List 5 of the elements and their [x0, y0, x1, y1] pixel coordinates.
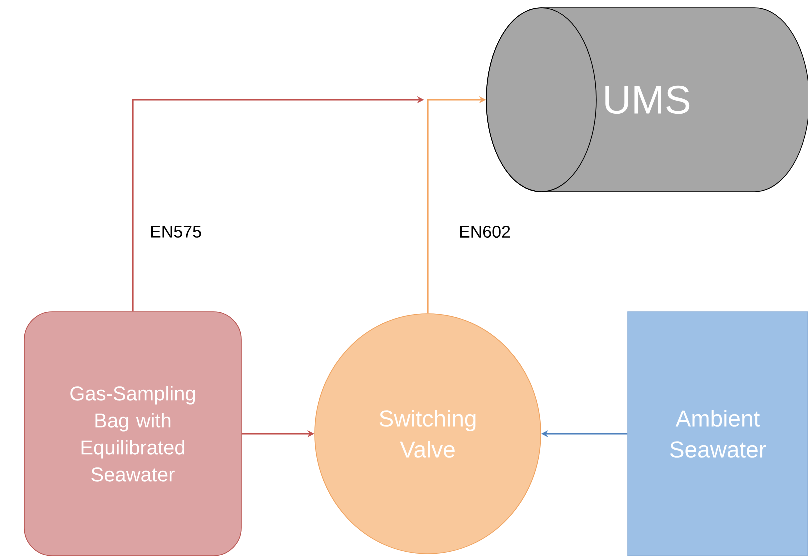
bag-node: Gas-Sampling Bag with Equilibrated Seawater — [24, 312, 242, 556]
process-box: Ambient Seawater — [628, 312, 808, 556]
edge-label: EN602 — [458, 224, 512, 239]
edge-label: EN575 — [149, 225, 203, 239]
cylinder-node: UMS — [486, 8, 808, 192]
